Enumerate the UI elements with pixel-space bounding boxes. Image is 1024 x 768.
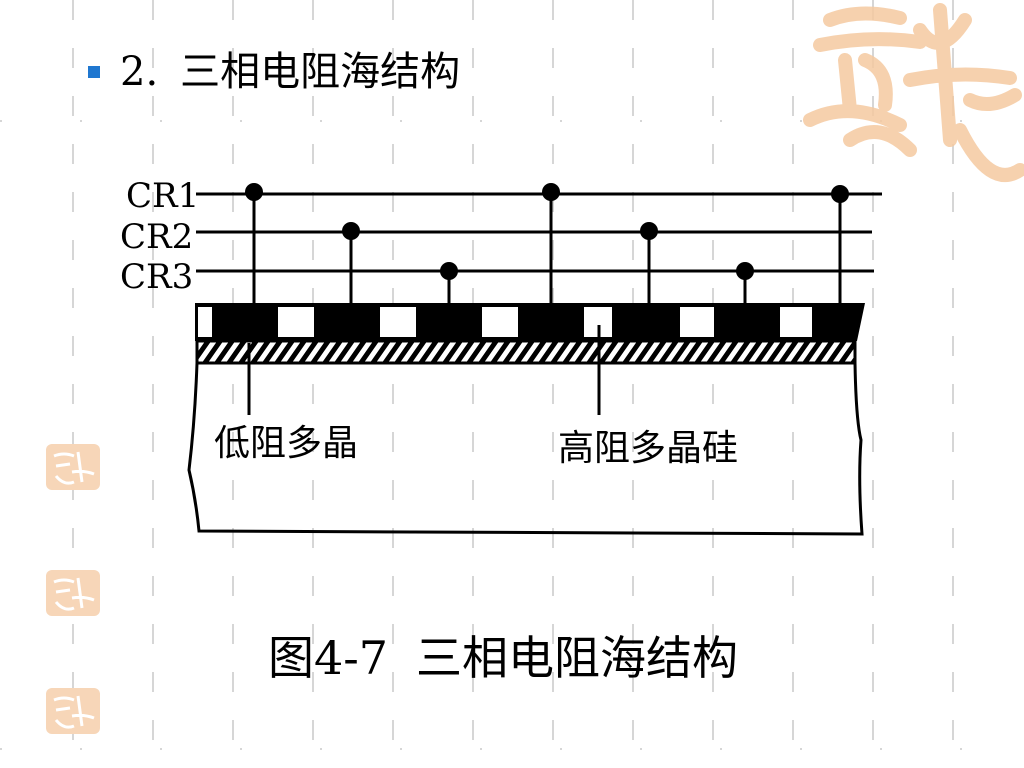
oxide-layer bbox=[195, 339, 857, 365]
line-label-cr1: CR1 bbox=[126, 176, 199, 216]
grid-line bbox=[0, 748, 1024, 750]
stamp-icon bbox=[46, 444, 100, 490]
grid-line bbox=[0, 120, 1024, 122]
grid-line bbox=[712, 0, 714, 768]
grid-line bbox=[952, 0, 954, 768]
grid-line bbox=[312, 0, 314, 768]
figure-number: 图4-7 bbox=[267, 631, 389, 685]
contact-dots bbox=[245, 183, 849, 280]
heading-text: 三相电阻海结构 bbox=[180, 49, 461, 95]
label-low-poly: 低阻多晶 bbox=[214, 423, 358, 464]
taps bbox=[252, 194, 842, 306]
figure-caption: 图4-7 三相电阻海结构 bbox=[0, 628, 1024, 688]
grid-line bbox=[632, 0, 634, 768]
grid-line bbox=[472, 0, 474, 768]
line-label-cr2: CR2 bbox=[120, 217, 193, 257]
grid-line bbox=[552, 0, 554, 768]
heading-number: 2. bbox=[120, 49, 159, 95]
polysilicon-strip bbox=[195, 303, 865, 341]
label-high-poly: 高阻多晶硅 bbox=[558, 428, 738, 469]
watermark-logo bbox=[803, 3, 1024, 182]
line-label-cr3: CR3 bbox=[120, 257, 193, 297]
grid-line bbox=[152, 0, 154, 768]
grid-line bbox=[72, 0, 74, 768]
grid-line bbox=[232, 0, 234, 768]
grid-line bbox=[392, 0, 394, 768]
resistor-sea-diagram: CR1 CR2 CR3 低阻多晶 bbox=[120, 176, 882, 536]
substrate bbox=[187, 361, 864, 536]
bullet-icon bbox=[88, 66, 100, 78]
stamp-icon bbox=[46, 570, 100, 616]
grid-line bbox=[792, 0, 794, 768]
grid-line bbox=[872, 0, 874, 768]
slide-heading: 2. 三相电阻海结构 bbox=[88, 44, 460, 100]
stamp-icon bbox=[46, 688, 100, 734]
figure-title: 三相电阻海结构 bbox=[416, 631, 739, 685]
